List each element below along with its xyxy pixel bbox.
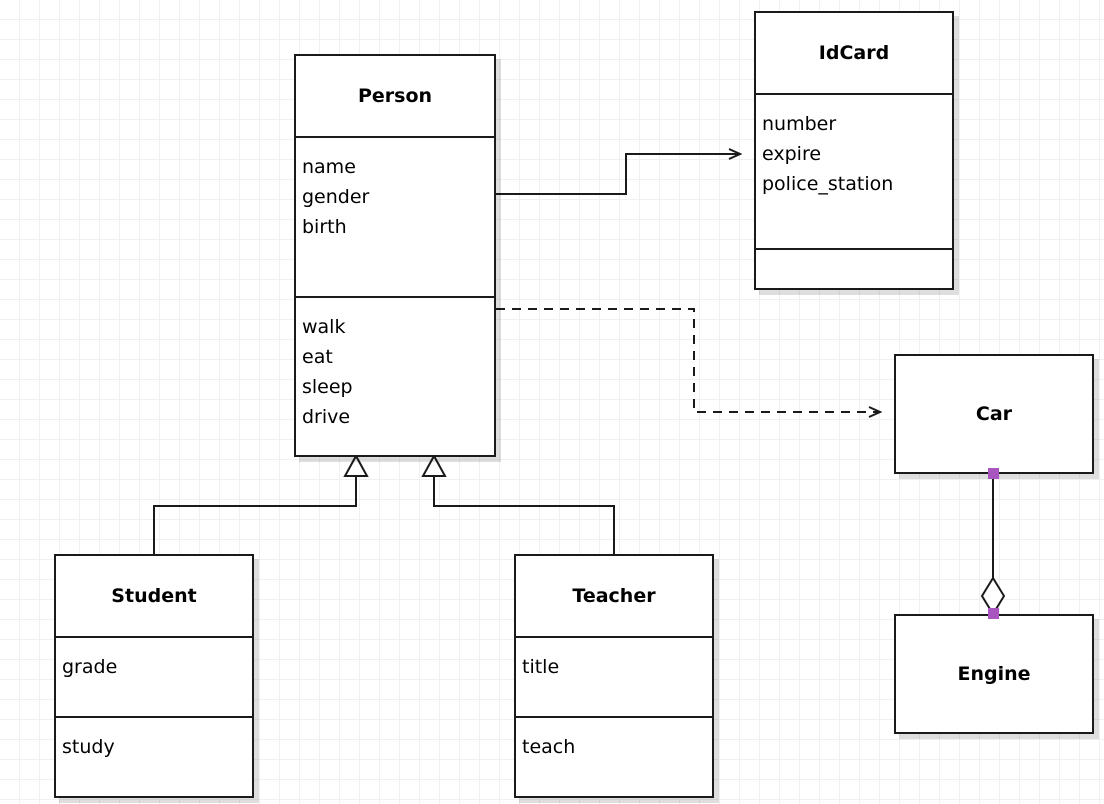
operations-compartment-teacher: teach xyxy=(516,716,712,796)
class-name-engine: Engine xyxy=(957,663,1031,685)
edge-handle-car-end[interactable] xyxy=(988,468,999,479)
attribute-item: grade xyxy=(62,656,118,678)
class-box-person[interactable]: Person name gender birth walk eat sleep … xyxy=(294,54,496,457)
operations-compartment-student: study xyxy=(56,716,252,796)
edge-teacher-person[interactable] xyxy=(421,453,615,554)
edge-handle-engine-end[interactable] xyxy=(988,608,999,619)
attribute-item: birth xyxy=(302,216,347,239)
attribute-item: number xyxy=(762,113,837,135)
class-name-person: Person xyxy=(357,85,433,107)
class-box-teacher[interactable]: Teacher title teach xyxy=(514,554,714,798)
edge-person-idcard[interactable] xyxy=(496,154,740,195)
attribute-item: title xyxy=(522,656,560,678)
operation-item: walk xyxy=(302,316,346,338)
class-box-car[interactable]: Car xyxy=(894,354,1094,474)
attribute-item: police_station xyxy=(762,173,894,196)
operation-item: sleep xyxy=(302,376,353,399)
attribute-item: name xyxy=(302,156,356,178)
operation-item: study xyxy=(62,736,115,758)
class-name-teacher: Teacher xyxy=(572,585,656,607)
attribute-item: gender xyxy=(302,186,370,209)
class-name-student: Student xyxy=(111,585,197,607)
attributes-compartment-teacher: title xyxy=(516,636,712,716)
class-name-car: Car xyxy=(975,403,1013,425)
operation-item: teach xyxy=(522,736,576,758)
class-box-idcard[interactable]: IdCard number expire police_station xyxy=(754,11,954,290)
edge-student-person[interactable] xyxy=(153,453,369,554)
operation-item: drive xyxy=(302,406,351,429)
attributes-compartment-student: grade xyxy=(56,636,252,716)
edge-car-engine[interactable] xyxy=(980,474,1006,616)
class-box-student[interactable]: Student grade study xyxy=(54,554,254,798)
operation-item: eat xyxy=(302,346,333,369)
class-name-idcard: IdCard xyxy=(818,42,890,64)
operations-compartment-person: walk eat sleep drive xyxy=(296,296,494,455)
class-box-engine[interactable]: Engine xyxy=(894,614,1094,734)
edge-person-car[interactable] xyxy=(496,308,880,412)
operations-compartment-idcard xyxy=(756,248,952,288)
attributes-compartment-idcard: number expire police_station xyxy=(756,93,952,248)
attribute-item: expire xyxy=(762,143,822,166)
attributes-compartment-person: name gender birth xyxy=(296,136,494,296)
